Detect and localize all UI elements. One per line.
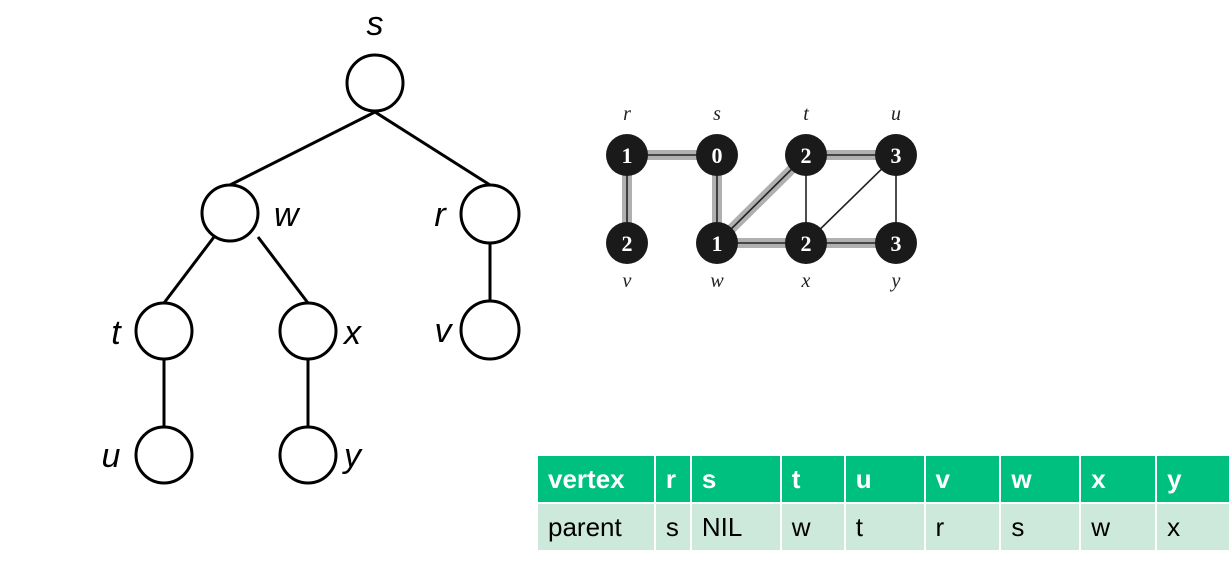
tree-edges	[162, 110, 492, 426]
table-row: parent s NIL w t r s w x	[536, 502, 1231, 552]
graph-label-u: u	[891, 103, 901, 125]
graph-node-t	[785, 134, 827, 176]
table-cell: parent	[536, 502, 656, 552]
graph-node-s	[696, 134, 738, 176]
graph-label-v: v	[623, 270, 632, 292]
table-cell: w	[779, 502, 846, 552]
table-header-row: vertex r s t u v w x y	[536, 454, 1231, 504]
graph-label-t: t	[803, 103, 809, 125]
graph-labels: r s t u v w x y	[623, 103, 901, 292]
graph-label-r: r	[623, 103, 631, 125]
graph-distance-v: 2	[622, 231, 633, 256]
tree-node-r	[459, 183, 521, 245]
tree-edge-s-w	[229, 110, 376, 187]
graph-edges	[626, 154, 897, 244]
table-header-cell: s	[689, 454, 782, 504]
tree-node-w	[200, 183, 260, 243]
tree-edge-s-r	[374, 110, 491, 187]
table-header-cell: t	[779, 454, 846, 504]
table-cell: s	[653, 502, 692, 552]
graph-distance-r: 1	[622, 143, 633, 168]
tree-edge-w-x	[256, 236, 310, 304]
table-cell: r	[923, 502, 1002, 552]
table-cell: s	[999, 502, 1082, 552]
table-header-cell: y	[1155, 454, 1231, 504]
tree-node-s	[345, 53, 405, 113]
tree-label-y: y	[342, 437, 363, 475]
graph-node-x	[785, 222, 827, 264]
table-header-cell: x	[1079, 454, 1158, 504]
tree-label-r: r	[434, 196, 447, 234]
table-header-cell: v	[923, 454, 1002, 504]
graph-distance-u: 3	[891, 143, 902, 168]
tree-node-u	[134, 425, 194, 485]
graph-label-y: y	[890, 270, 901, 292]
table-header-cell: u	[843, 454, 926, 504]
table-header-cell: r	[653, 454, 692, 504]
tree-edge-w-t	[162, 236, 216, 304]
table-header-cell: w	[999, 454, 1082, 504]
graph-distance-x: 2	[801, 231, 812, 256]
tree-node-x	[278, 301, 338, 361]
graph-label-x: x	[801, 270, 811, 292]
graph-node-r	[606, 134, 648, 176]
bfs-tree: s w r t x v u y	[102, 5, 521, 485]
table-header-cell: vertex	[536, 454, 656, 504]
graph-node-w	[696, 222, 738, 264]
graph-label-s: s	[713, 103, 721, 125]
graph-distance-t: 2	[801, 143, 812, 168]
graph-label-w: w	[710, 270, 724, 292]
table-cell: NIL	[689, 502, 782, 552]
table-cell: t	[843, 502, 926, 552]
tree-label-s: s	[367, 5, 384, 43]
tree-nodes	[134, 53, 521, 485]
graph-distance-s: 0	[712, 143, 723, 168]
tree-node-y	[278, 425, 338, 485]
tree-node-t	[134, 301, 194, 361]
tree-node-v	[459, 299, 521, 361]
graph-node-u	[875, 134, 917, 176]
graph-node-y	[875, 222, 917, 264]
parent-table: vertex r s t u v w x y parent s NIL w t …	[536, 454, 1231, 552]
tree-label-u: u	[102, 437, 121, 475]
graph-nodes	[606, 134, 917, 264]
tree-label-w: w	[274, 196, 301, 234]
tree-label-x: x	[342, 314, 362, 352]
table-cell: w	[1079, 502, 1158, 552]
tree-label-v: v	[435, 312, 454, 350]
graph-distances: 1 0 2 3 2 1 2 3	[622, 143, 902, 256]
tree-label-t: t	[111, 314, 122, 352]
tree-labels: s w r t x v u y	[102, 5, 454, 475]
graph-distance-y: 3	[891, 231, 902, 256]
graph-distance-w: 1	[712, 231, 723, 256]
table-cell: x	[1155, 502, 1231, 552]
graph-node-v	[606, 222, 648, 264]
bfs-graph: 1 0 2 3 2 1 2 3 r s t u v w x y	[606, 103, 917, 292]
